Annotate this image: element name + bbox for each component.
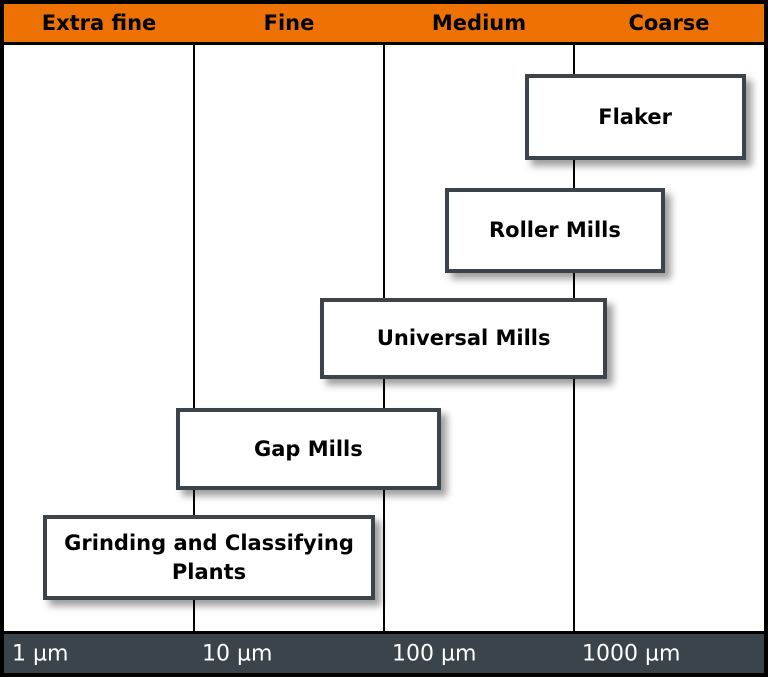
fineness-header-band: Extra fine Fine Medium Coarse xyxy=(4,4,764,45)
axis-tick-100um: 100 µm xyxy=(392,641,477,666)
band-label-extra-fine: Extra fine xyxy=(41,11,157,35)
equipment-box-flaker: Flaker xyxy=(524,74,746,160)
equipment-label-grinding-classifying-plants: Grinding and Classifying Plants xyxy=(64,531,354,584)
equipment-box-grinding-classifying-plants: Grinding and Classifying Plants xyxy=(42,515,376,600)
equipment-label-gap-mills: Gap Mills xyxy=(254,436,363,461)
x-axis-bar: 1 µm 10 µm 100 µm 1000 µm xyxy=(4,631,764,673)
equipment-label-flaker: Flaker xyxy=(598,104,672,129)
band-label-fine: Fine xyxy=(263,11,315,35)
equipment-label-universal-mills: Universal Mills xyxy=(376,326,551,351)
axis-tick-1um: 1 µm xyxy=(12,641,69,666)
band-label-medium: Medium xyxy=(431,11,527,35)
equipment-box-gap-mills: Gap Mills xyxy=(175,408,442,490)
axis-tick-1000um: 1000 µm xyxy=(582,641,681,666)
band-label-coarse: Coarse xyxy=(628,11,710,35)
decade-gridline-10um xyxy=(193,45,195,631)
equipment-box-roller-mills: Roller Mills xyxy=(445,188,665,273)
equipment-box-universal-mills: Universal Mills xyxy=(319,298,608,379)
axis-tick-10um: 10 µm xyxy=(202,641,273,666)
equipment-label-roller-mills: Roller Mills xyxy=(488,218,621,243)
plot-area: Flaker Roller Mills Universal Mills Gap … xyxy=(4,45,764,631)
